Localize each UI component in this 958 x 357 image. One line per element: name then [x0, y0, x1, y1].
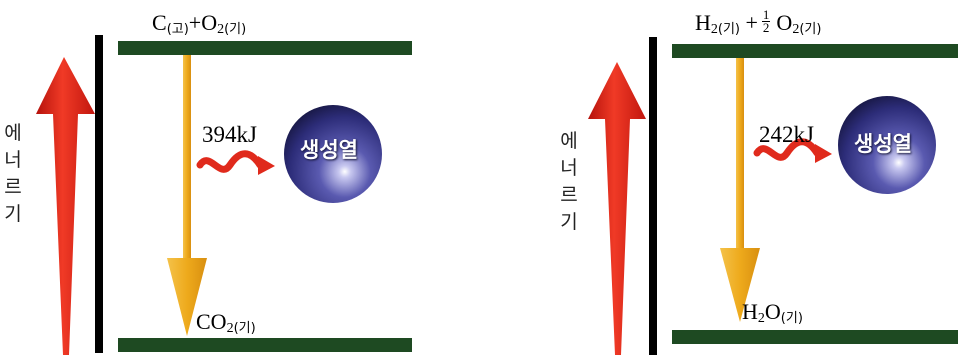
reactant-oxygen: O	[776, 10, 792, 35]
product-state: (기)	[781, 311, 803, 326]
reactant-carbon: C	[152, 10, 167, 35]
right-product-level	[672, 330, 958, 344]
right-energy-arrow-icon	[588, 62, 646, 355]
left-reaction-arrow-shaft	[183, 55, 191, 260]
reactant-hydrogen-subscript: 2	[711, 22, 718, 37]
right-heat-arrowhead-icon	[815, 144, 832, 163]
right-energy-char: 기	[558, 209, 580, 236]
left-product-formula: CO2(기)	[196, 311, 256, 336]
right-formation-heat-label: 생성열	[854, 128, 912, 158]
reactant-hydrogen: H	[695, 10, 711, 35]
product-oxygen: O	[765, 299, 781, 324]
product-co: CO	[196, 309, 227, 334]
left-reactant-level	[118, 41, 412, 55]
reactant-oxygen: O	[201, 10, 217, 35]
right-product-formula: H2O(기)	[742, 301, 803, 326]
plus-sign: +	[189, 10, 201, 35]
left-heat-arrowhead-icon	[258, 156, 275, 175]
left-energy-arrow-icon	[36, 57, 95, 355]
right-energy-char: 에	[558, 128, 580, 155]
left-heat-value: 394kJ	[202, 122, 257, 148]
left-diagram	[36, 35, 412, 355]
right-heat-value: 242kJ	[759, 122, 814, 148]
left-heat-squiggle-icon	[200, 154, 260, 170]
left-formation-heat-label: 생성열	[300, 134, 358, 164]
reactant-carbon-state: (고)	[167, 22, 189, 37]
product-subscript: 2	[227, 321, 234, 336]
left-energy-char: 기	[2, 201, 24, 228]
product-hydrogen: H	[742, 299, 758, 324]
product-state: (기)	[234, 321, 256, 336]
fraction-denominator: 2	[762, 22, 771, 34]
left-energy-char: 르	[2, 174, 24, 201]
right-energy-label: 에 너 르 기	[558, 128, 580, 236]
reactant-hydrogen-state: (기)	[718, 22, 740, 37]
left-product-level	[118, 338, 412, 352]
right-energy-char: 너	[558, 155, 580, 182]
right-reactant-level	[672, 44, 958, 58]
left-reactant-formula: C(고)+O2(기)	[152, 12, 246, 37]
left-energy-char: 에	[2, 120, 24, 147]
left-energy-label: 에 너 르 기	[2, 120, 24, 228]
product-subscript: 2	[758, 311, 765, 326]
reactant-oxygen-state: (기)	[799, 22, 821, 37]
left-energy-axis	[95, 35, 103, 353]
reactant-oxygen-state: (기)	[224, 22, 246, 37]
right-energy-axis	[649, 37, 657, 355]
left-energy-char: 너	[2, 147, 24, 174]
right-reaction-arrow-shaft	[736, 58, 744, 250]
right-energy-char: 르	[558, 182, 580, 209]
plus-sign: +	[746, 10, 758, 35]
